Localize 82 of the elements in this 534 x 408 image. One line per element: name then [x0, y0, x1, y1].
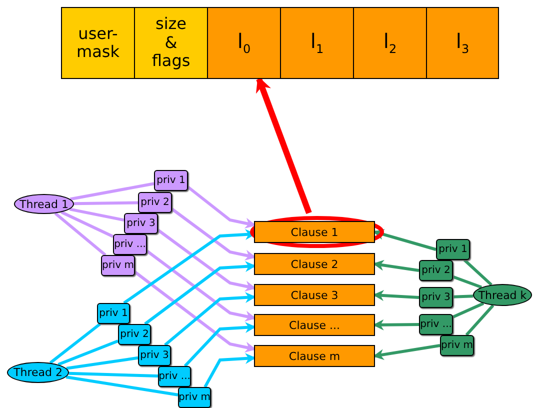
node-label: priv ... — [420, 319, 452, 330]
priv-box — [138, 345, 171, 366]
cell-box — [353, 7, 427, 79]
connector-line — [452, 275, 482, 289]
node-label: l$_{1}$ — [310, 30, 324, 56]
arrow — [204, 353, 256, 388]
cell-box — [61, 7, 135, 79]
node-label: Clause m — [288, 350, 340, 362]
arrow — [164, 292, 256, 346]
node-label: priv m — [178, 392, 211, 403]
connector-line — [465, 304, 494, 336]
priv-box — [419, 287, 453, 308]
node-label: priv 3 — [126, 218, 156, 229]
node-label: priv 1 — [438, 244, 468, 255]
thread-ellipse — [14, 194, 74, 214]
connector-line — [452, 302, 484, 318]
cell-box — [426, 7, 499, 79]
priv-box — [124, 213, 158, 234]
arrow — [146, 250, 256, 322]
node-label: priv 3 — [422, 292, 450, 303]
connector-line — [69, 208, 124, 222]
cell-box — [207, 7, 281, 79]
arrow — [171, 208, 256, 261]
node-label: l$_{3}$ — [456, 30, 470, 56]
node-label: Clause 2 — [290, 258, 338, 270]
node-label: Clause 1 — [290, 226, 338, 238]
arrow — [134, 270, 256, 353]
connector-line — [54, 212, 106, 256]
node-label: priv 2 — [422, 265, 450, 276]
arrow — [144, 261, 256, 326]
arrow — [184, 322, 256, 368]
node-label: Clause 3 — [290, 288, 338, 302]
connector-line — [70, 182, 154, 201]
priv-box — [97, 303, 130, 324]
clause-box — [254, 253, 375, 275]
arrow — [157, 228, 256, 292]
thread-ellipse — [473, 284, 532, 306]
node-label: Thread k — [478, 288, 527, 302]
priv-box — [440, 335, 474, 356]
priv-box — [154, 170, 188, 191]
connector-line — [60, 210, 114, 238]
node-label: Thread 1 — [20, 198, 68, 210]
connector-line — [74, 201, 138, 206]
node-label: priv 2 — [120, 329, 149, 340]
clause-box — [254, 345, 375, 367]
node-label: l$_{0}$ — [237, 30, 251, 56]
node-label: priv m — [440, 340, 474, 351]
connector-line — [66, 376, 178, 396]
node-label: priv ... — [114, 239, 146, 250]
connector-line — [66, 356, 138, 370]
connector-line — [49, 322, 101, 364]
priv-box — [419, 314, 453, 335]
node-label: priv 1 — [156, 175, 186, 186]
priv-box — [138, 192, 172, 213]
priv-box — [158, 366, 191, 387]
node-label: priv 1 — [99, 308, 128, 319]
connector-line — [68, 372, 158, 378]
priv-box — [101, 255, 135, 276]
node-label: priv 2 — [140, 197, 170, 208]
node-label: priv 3 — [140, 350, 169, 361]
clause-box — [254, 314, 375, 336]
node-label: user- mask — [76, 24, 120, 62]
node-label: priv m — [102, 260, 134, 271]
thread-ellipse — [7, 362, 69, 383]
node-label: priv ... — [158, 371, 190, 382]
cell-box — [280, 7, 354, 79]
node-label: l$_{2}$ — [383, 30, 397, 56]
connector-line — [452, 294, 474, 298]
priv-box — [113, 234, 147, 255]
arrow — [187, 186, 256, 229]
node-label: Clause ... — [289, 318, 340, 332]
clause-box — [254, 284, 375, 306]
connector-line — [58, 340, 119, 366]
node-label: size & flags — [152, 15, 190, 71]
priv-box — [419, 260, 453, 281]
priv-box — [436, 239, 470, 260]
node-label: Thread 2 — [14, 366, 62, 379]
priv-box — [118, 324, 151, 345]
clause-box — [254, 221, 375, 243]
priv-box — [178, 387, 211, 408]
cell-box — [134, 7, 208, 79]
connector-line — [463, 258, 492, 286]
